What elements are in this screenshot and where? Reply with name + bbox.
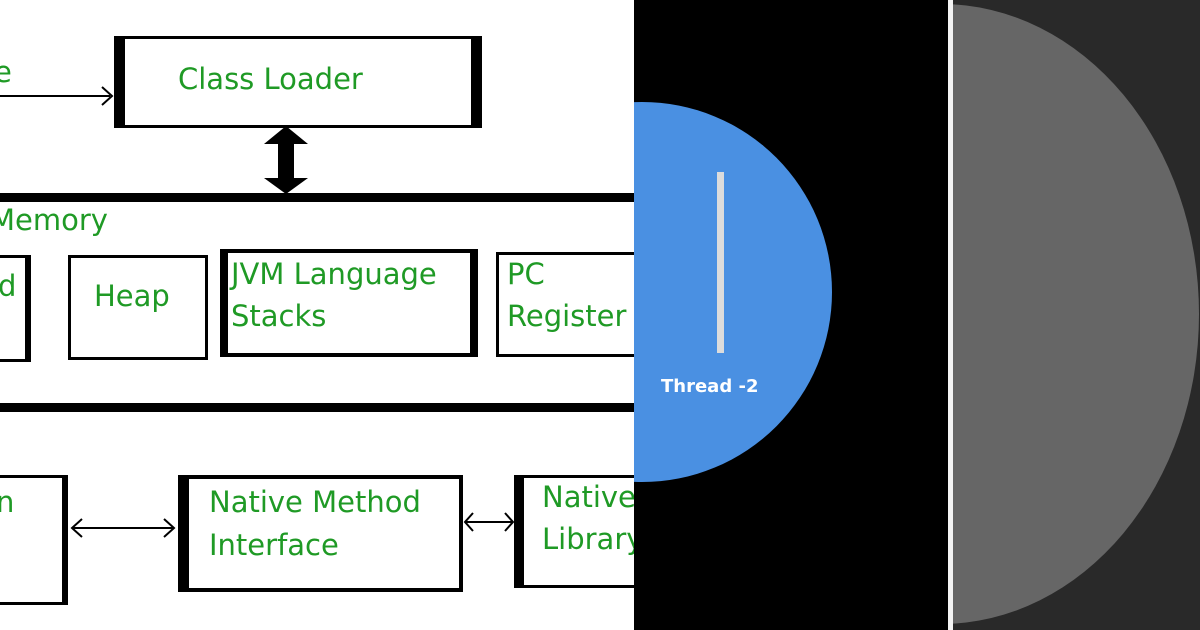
double-arrow-heads-icon [463, 512, 515, 532]
jvm-architecture-diagram: e Class Loader Memory d Heap JVM Languag… [0, 36, 634, 605]
memory-label: Memory [0, 203, 108, 237]
native-interface-line2: Interface [209, 528, 339, 562]
thread-bar [717, 172, 724, 353]
class-loader-box: Class Loader [114, 36, 482, 128]
gray-ellipse [953, 4, 1199, 624]
memory-bottom-bar [0, 403, 634, 412]
native-library-line1: Native [542, 480, 634, 514]
execution-engine-box: n [0, 475, 68, 605]
method-area-label: d [0, 269, 17, 303]
execution-engine-label: n [0, 485, 15, 519]
native-interface-line1: Native Method [209, 485, 421, 519]
memory-top-bar [0, 193, 634, 202]
arrow-to-class-loader [0, 95, 110, 97]
double-arrow-heads-icon [70, 518, 176, 538]
partial-label: e [0, 55, 12, 89]
pc-register-line1: PC [507, 257, 545, 291]
jvm-stacks-line1: JVM Language [231, 257, 437, 291]
thread-label: Thread -2 [661, 376, 759, 397]
arrow-head-icon [101, 86, 114, 106]
thread-circle [634, 102, 832, 482]
double-arrow-icon [264, 126, 308, 194]
pc-register-line2: Register [507, 299, 627, 333]
jvm-stacks-box: JVM Language Stacks [220, 249, 478, 357]
native-library-box: Native Library [514, 475, 634, 588]
native-library-line2: Library [542, 522, 634, 556]
method-area-box: d [0, 255, 31, 362]
native-method-interface-box: Native Method Interface [178, 475, 463, 592]
arrow-interface-library [465, 521, 513, 523]
gray-panel [953, 0, 1200, 630]
panel-divider [948, 0, 953, 630]
class-loader-label: Class Loader [178, 62, 363, 96]
thread-panel: Thread -2 [634, 0, 948, 630]
arrow-engine-interface [72, 527, 174, 529]
jvm-stacks-line2: Stacks [231, 299, 327, 333]
heap-label: Heap [94, 279, 170, 313]
pc-register-box: PC Register [496, 252, 634, 357]
heap-box: Heap [68, 255, 208, 360]
